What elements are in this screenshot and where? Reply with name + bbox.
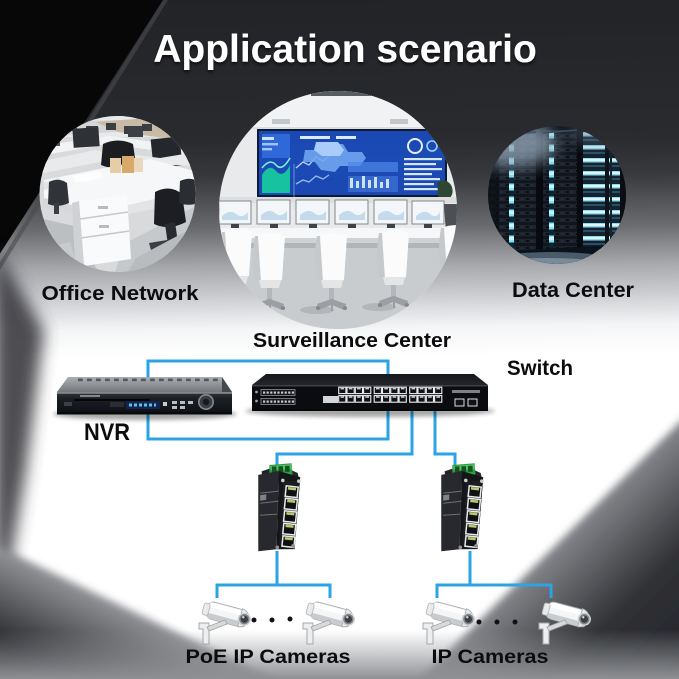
svg-text:Surveillance Center: Surveillance Center (253, 330, 451, 352)
svg-text:Office Network: Office Network (42, 283, 200, 305)
svg-text:Application scenario: Application scenario (153, 28, 537, 71)
svg-text:IP Cameras: IP Cameras (432, 647, 549, 668)
svg-text:Switch: Switch (507, 357, 573, 380)
svg-text:Data Center: Data Center (512, 279, 634, 302)
svg-text:PoE IP Cameras: PoE IP Cameras (186, 647, 351, 668)
svg-text:NVR: NVR (84, 419, 130, 446)
